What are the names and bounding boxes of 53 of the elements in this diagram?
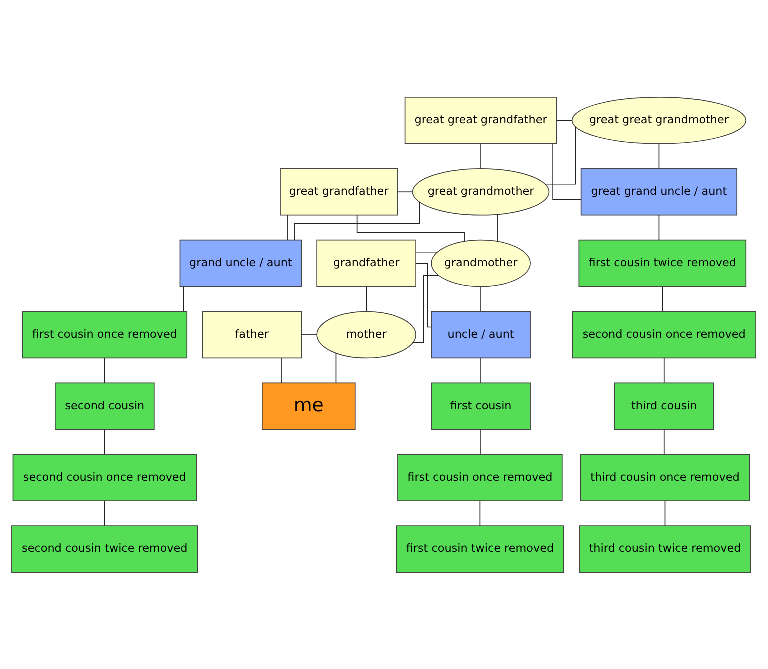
node-box: first cousin twice removed <box>578 239 747 287</box>
node-ellipse: great grandmother <box>412 168 550 216</box>
node-box: first cousin once removed <box>398 454 563 502</box>
node-box: first cousin <box>431 382 531 430</box>
connector <box>552 143 582 200</box>
node-box: third cousin twice removed <box>579 525 752 572</box>
connector <box>104 357 106 383</box>
node-box: grandfather <box>316 239 416 287</box>
node-box: father <box>202 310 302 358</box>
node-box: second cousin once removed <box>572 310 756 358</box>
node-box: grand uncle / aunt <box>180 239 302 287</box>
connector <box>356 214 465 242</box>
connector <box>664 357 665 383</box>
node-box: great great grandfather <box>404 96 558 144</box>
connector <box>366 286 367 312</box>
node-box: great grand uncle / aunt <box>580 168 738 216</box>
connector <box>104 428 106 454</box>
connector <box>480 357 482 383</box>
connector <box>545 126 576 184</box>
node-box: third cousin <box>614 382 714 430</box>
connector <box>336 352 337 383</box>
connector <box>412 274 439 343</box>
node-box: me <box>262 382 356 430</box>
connector <box>664 428 665 454</box>
connector <box>397 191 414 192</box>
connector <box>416 262 432 328</box>
connector <box>556 120 573 121</box>
node-box: second cousin once removed <box>12 454 198 502</box>
node-ellipse: great great grandmother <box>572 96 747 144</box>
connector <box>301 334 318 335</box>
connector <box>480 143 482 169</box>
connector <box>480 286 482 312</box>
node-box: first cousin twice removed <box>396 525 564 572</box>
connector <box>183 286 184 312</box>
node-ellipse: mother <box>316 310 416 358</box>
connector <box>664 500 666 526</box>
connector <box>104 500 106 526</box>
node-box: great grandfather <box>280 168 398 216</box>
node-box: uncle / aunt <box>431 310 531 358</box>
connector <box>658 143 660 169</box>
connector <box>294 202 420 240</box>
node-box: first cousin once removed <box>22 310 188 358</box>
connector <box>480 500 481 526</box>
node-box: second cousin twice removed <box>12 525 198 572</box>
connector <box>497 214 498 242</box>
connector <box>416 251 438 252</box>
connector <box>287 214 288 240</box>
node-box: second cousin <box>55 382 155 430</box>
connector <box>480 428 482 454</box>
connector <box>662 286 664 312</box>
node-ellipse: grandmother <box>431 239 531 287</box>
node-box: third cousin once removed <box>580 454 750 502</box>
connector <box>658 214 660 240</box>
